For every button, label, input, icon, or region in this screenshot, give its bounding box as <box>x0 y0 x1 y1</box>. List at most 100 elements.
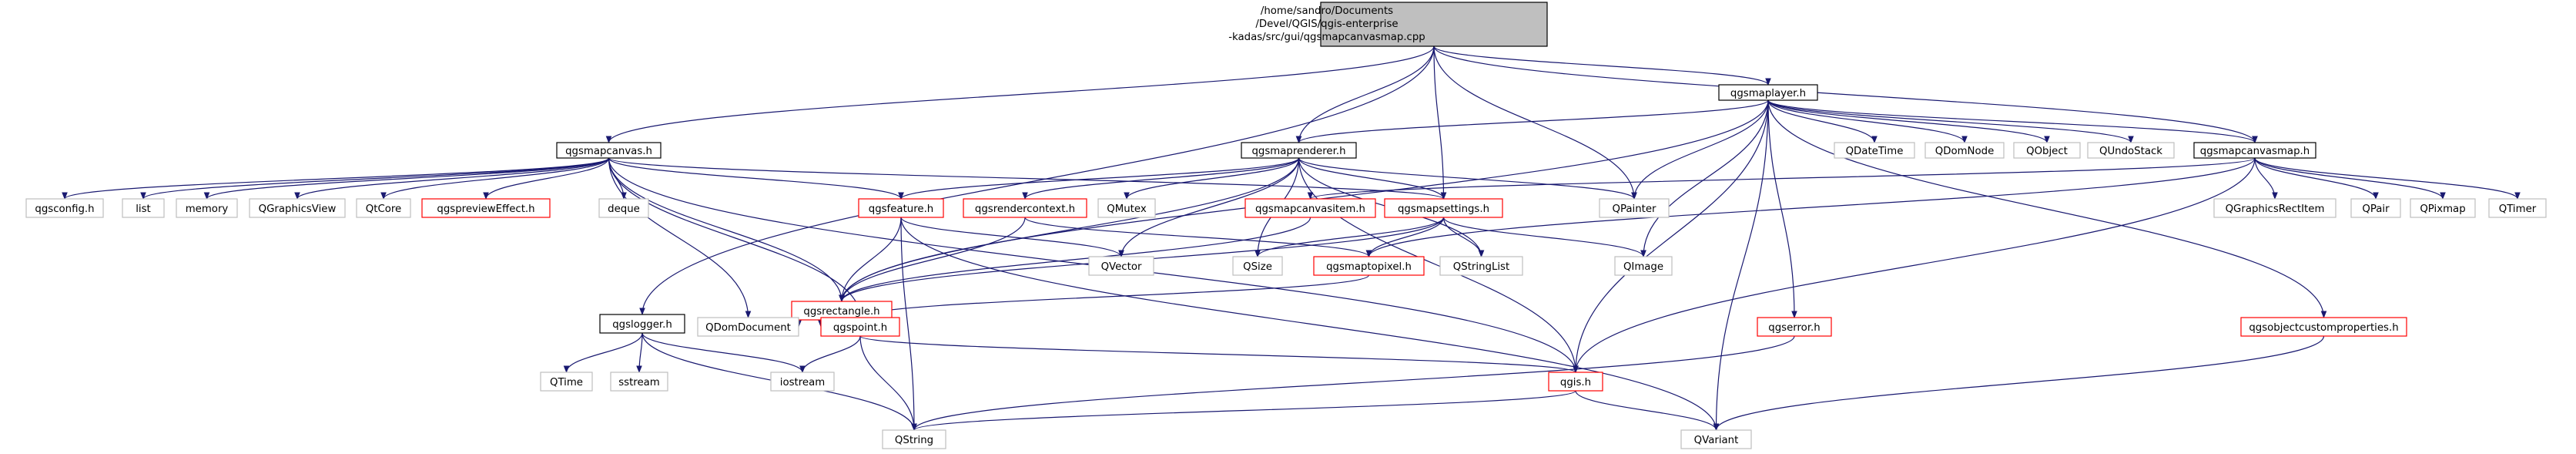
edge-qgsmaplayer_h-to-qgsmapcanvasmap_h <box>1767 99 2258 143</box>
node-qgsmapcanvasitem_h[interactable]: qgsmapcanvasitem.h <box>1244 198 1376 218</box>
node-label: qgsrectangle.h <box>803 306 879 318</box>
edge-qgsmapcanvasitem_h-to-qgsrectangle_h <box>839 217 1311 302</box>
node-iostream: iostream <box>770 372 835 392</box>
node-qgsmapcanvasmap_h[interactable]: qgsmapcanvasmap.h <box>2193 142 2316 159</box>
node-box <box>1718 84 1818 101</box>
node-qgsrectangle_h[interactable]: qgsrectangle.h <box>791 301 893 321</box>
edge-qgsmaprenderer_h-to-QPainter <box>1298 157 1637 200</box>
node-box <box>882 429 946 449</box>
edge-qgsrendercontext_h-to-qgsrectangle_h <box>839 217 1026 302</box>
edge-qgsmaprenderer_h-to-qgis_h <box>1298 157 1579 373</box>
node-label: QObject <box>2026 146 2068 157</box>
edge-root-to-qgsmapcanvas_h <box>605 45 1435 143</box>
node-label: memory <box>186 203 229 215</box>
edge-qgsmaplayer_h-to-qgis_h <box>1573 99 1769 373</box>
node-label: qgsmapcanvasitem.h <box>1255 203 1365 215</box>
node-qgsmapcanvas_h[interactable]: qgsmapcanvas.h <box>556 142 662 159</box>
edge-qgsrendercontext_h-to-qgsmaptopixel_h <box>1024 217 1372 257</box>
node-label: QGraphicsView <box>259 203 337 215</box>
edge-qgserror_h-to-QString <box>911 335 1795 431</box>
node-label: QGraphicsRectItem <box>2226 203 2325 215</box>
edge-qgsfeature_h-to-QString <box>900 217 917 431</box>
node-box <box>1320 2 1548 47</box>
edge-qgsmaprenderer_h-to-qgsfeature_h <box>898 157 1300 200</box>
node-label: qgsmaprenderer.h <box>1251 146 1345 157</box>
edge-qgsmapcanvasmap_h-to-qgsmapcanvasitem_h <box>1308 157 2256 200</box>
node-box <box>820 317 900 337</box>
node-label: sstream <box>618 377 660 388</box>
node-label: QTimer <box>2499 203 2537 215</box>
node-label: QStringList <box>1453 261 1509 273</box>
node-qgsrendercontext_h[interactable]: qgsrendercontext.h <box>963 198 1087 218</box>
node-label: qgis.h <box>1560 377 1591 388</box>
node-box <box>1599 198 1670 218</box>
node-QPixmap: QPixmap <box>2410 198 2476 218</box>
node-label: qgsobjectcustomproperties.h <box>2249 322 2398 334</box>
node-box <box>1924 142 2005 159</box>
node-label: QTime <box>550 377 583 388</box>
node-box <box>963 198 1087 218</box>
node-QUndoStack: QUndoStack <box>2087 142 2175 159</box>
root-node: /home/sandro/Documents/Devel/QGIS/qgis-e… <box>1228 2 1548 47</box>
edge-qgsmapcanvasmap_h-to-QTimer <box>2254 157 2521 200</box>
node-box <box>1439 256 1523 276</box>
node-label: iostream <box>780 377 825 388</box>
edge-qgis_h-to-QVariant <box>1575 390 1720 431</box>
node-qgsmaprenderer_h[interactable]: qgsmaprenderer.h <box>1241 142 1357 159</box>
node-qgsobjectcustomproperties_h[interactable]: qgsobjectcustomproperties.h <box>2240 317 2407 337</box>
node-qgserror_h[interactable]: qgserror.h <box>1757 317 1832 337</box>
node-QTime: QTime <box>540 372 593 392</box>
edge-qgsmapcanvasmap_h-to-QPair <box>2254 157 2379 200</box>
node-label: QString <box>895 435 933 446</box>
node-box <box>770 372 835 392</box>
node-box <box>1757 317 1832 337</box>
node-qgsconfig_h: qgsconfig.h <box>25 198 104 218</box>
node-label: qgsfeature.h <box>869 203 933 215</box>
node-qgsmaptopixel_h[interactable]: qgsmaptopixel.h <box>1313 256 1425 276</box>
node-memory: memory <box>176 198 238 218</box>
edge-qgsmapcanvasmap_h-to-qgis_h <box>1573 157 2256 373</box>
node-box <box>697 317 799 337</box>
node-qgis_h[interactable]: qgis.h <box>1548 372 1603 392</box>
node-label: QDomNode <box>1935 146 1995 157</box>
edge-qgsmaprenderer_h-to-qgsrectangle_h <box>839 157 1300 302</box>
node-label: qgspoint.h <box>833 322 887 334</box>
edge-qgsmaplayer_h-to-QVariant <box>1713 99 1769 431</box>
edge-qgsmapcanvas_h-to-qgspreviewEffect_h <box>483 157 610 200</box>
node-box <box>2410 198 2476 218</box>
node-label: list <box>136 203 151 215</box>
edge-qgsmapcanvas_h-to-qgsrectangle_h <box>608 157 845 302</box>
node-box <box>1834 142 1915 159</box>
node-box <box>249 198 346 218</box>
node-box <box>2350 198 2401 218</box>
node-qgsfeature_h[interactable]: qgsfeature.h <box>858 198 944 218</box>
node-QVector: QVector <box>1088 256 1154 276</box>
edge-qgsmapcanvas_h-to-QDomDocument <box>608 157 752 318</box>
node-qgspreviewEffect_h[interactable]: qgspreviewEffect.h <box>421 198 551 218</box>
node-qgsmapsettings_h[interactable]: qgsmapsettings.h <box>1384 198 1503 218</box>
edge-qgsmapsettings_h-to-QSize <box>1255 217 1445 257</box>
edge-qgsmapsettings_h-to-QImage <box>1442 217 1646 257</box>
edge-qgsmapcanvas_h-to-qgspoint_h <box>608 157 863 318</box>
node-label: qgserror.h <box>1768 322 1820 334</box>
node-qgsmaplayer_h[interactable]: qgsmaplayer.h <box>1718 84 1818 101</box>
node-QString: QString <box>882 429 946 449</box>
node-label: QMutex <box>1107 203 1147 215</box>
node-label: QImage <box>1623 261 1663 273</box>
node-box <box>1232 256 1283 276</box>
edge-qgspoint_h-to-QString <box>859 335 917 431</box>
node-box <box>2013 142 2081 159</box>
node-box <box>356 198 411 218</box>
node-qgslogger_h[interactable]: qgslogger.h <box>599 314 685 334</box>
node-QObject: QObject <box>2013 142 2081 159</box>
node-box <box>610 372 668 392</box>
edge-qgsmaplayer_h-to-QImage <box>1640 99 1769 257</box>
node-sstream: sstream <box>610 372 668 392</box>
edge-qgsmapsettings_h-to-qgsmaptopixel_h <box>1365 217 1445 257</box>
node-QStringList: QStringList <box>1439 256 1523 276</box>
node-qgspoint_h[interactable]: qgspoint.h <box>820 317 900 337</box>
node-box <box>1384 198 1503 218</box>
node-label: qgsmapcanvasmap.h <box>2200 146 2310 157</box>
node-list: list <box>122 198 165 218</box>
edge-qgsmaplayer_h-to-qgsobjectcustomproperties_h <box>1767 99 2327 318</box>
